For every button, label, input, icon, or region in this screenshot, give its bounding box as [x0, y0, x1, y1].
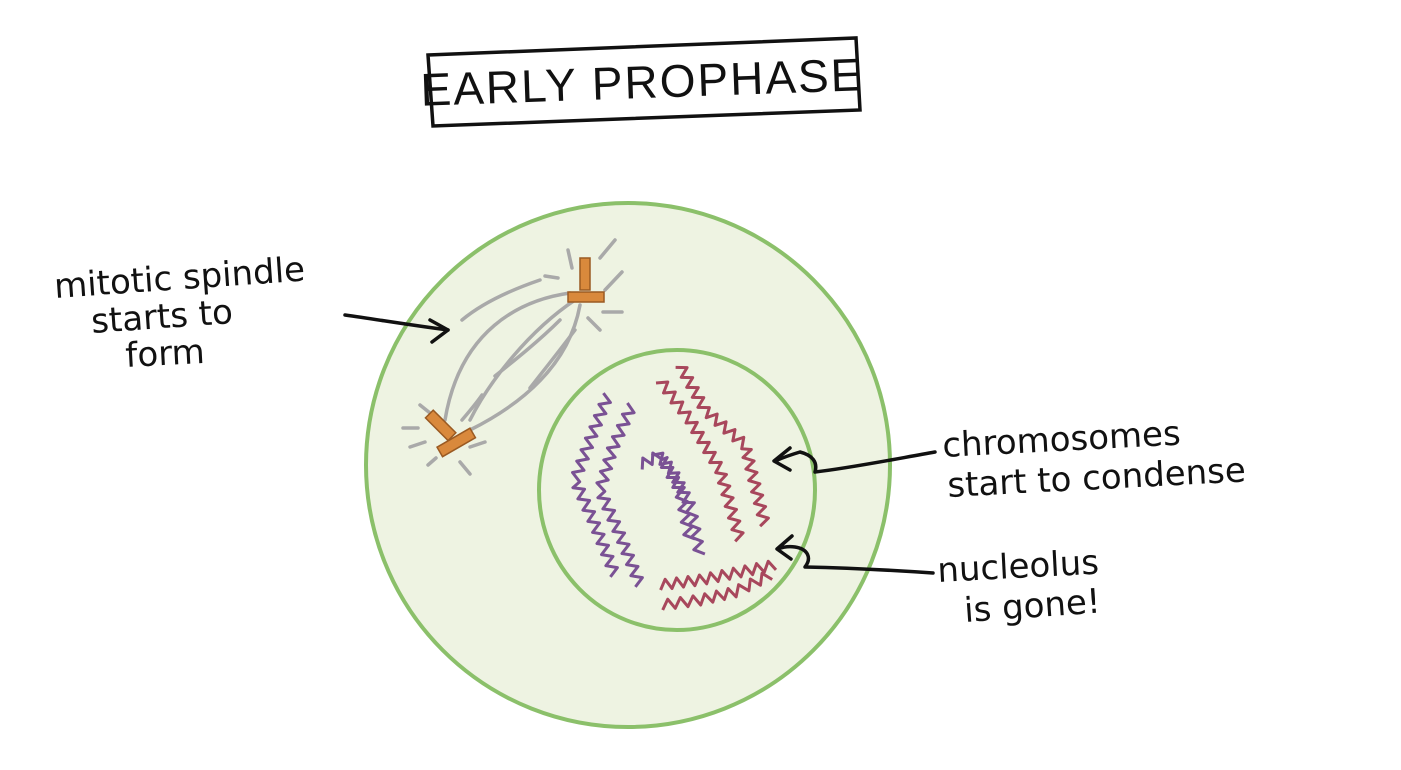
- nucleolus-arrow-head: [775, 534, 794, 561]
- arrows: [343, 313, 937, 575]
- chromosomes-arrow-head: [772, 446, 792, 472]
- label-nucleolus-line-2: is gone!: [963, 582, 1102, 631]
- spindle-fiber: [493, 318, 562, 378]
- label-chromosomes: chromosomes start to condense: [941, 414, 1246, 506]
- spindle-fiber: [443, 291, 572, 422]
- spindle-fiber: [460, 278, 542, 322]
- spindle-arrow-head: [428, 318, 450, 344]
- title-box-border: [426, 36, 862, 128]
- nucleolus-arrow: [776, 544, 935, 575]
- spindle-fiber: [528, 328, 577, 390]
- aster-rays: [401, 238, 624, 476]
- mitotic-spindle: [443, 278, 582, 432]
- chromosome-strand: [659, 559, 778, 591]
- chromosomes-arrow: [773, 450, 937, 474]
- chromosome-strand: [571, 392, 619, 578]
- chromosome-strand: [655, 380, 745, 543]
- label-nucleolus-line-1: nucleolus: [936, 543, 1100, 591]
- spindle-fiber: [460, 393, 484, 422]
- chromosome-strand: [675, 365, 770, 528]
- spindle-fiber: [468, 298, 577, 422]
- label-nucleolus: nucleolus is gone!: [936, 543, 1101, 631]
- chromosomes: [571, 365, 778, 611]
- centrosome-upper: [567, 257, 605, 303]
- spindle-arrow: [343, 313, 450, 332]
- centrosome-lower: [424, 409, 477, 458]
- label-spindle-line-3: form: [124, 332, 205, 376]
- chromosome-strand: [651, 451, 706, 556]
- title-box: EARLY PROPHASE: [420, 36, 864, 128]
- spindle-fiber: [468, 303, 582, 432]
- chromosome-strand: [595, 402, 644, 588]
- label-spindle: mitotic spindle starts to form: [53, 250, 306, 376]
- label-spindle-line-2: starts to: [90, 292, 234, 342]
- chromosome-strand: [661, 571, 773, 611]
- nucleus: [537, 348, 817, 632]
